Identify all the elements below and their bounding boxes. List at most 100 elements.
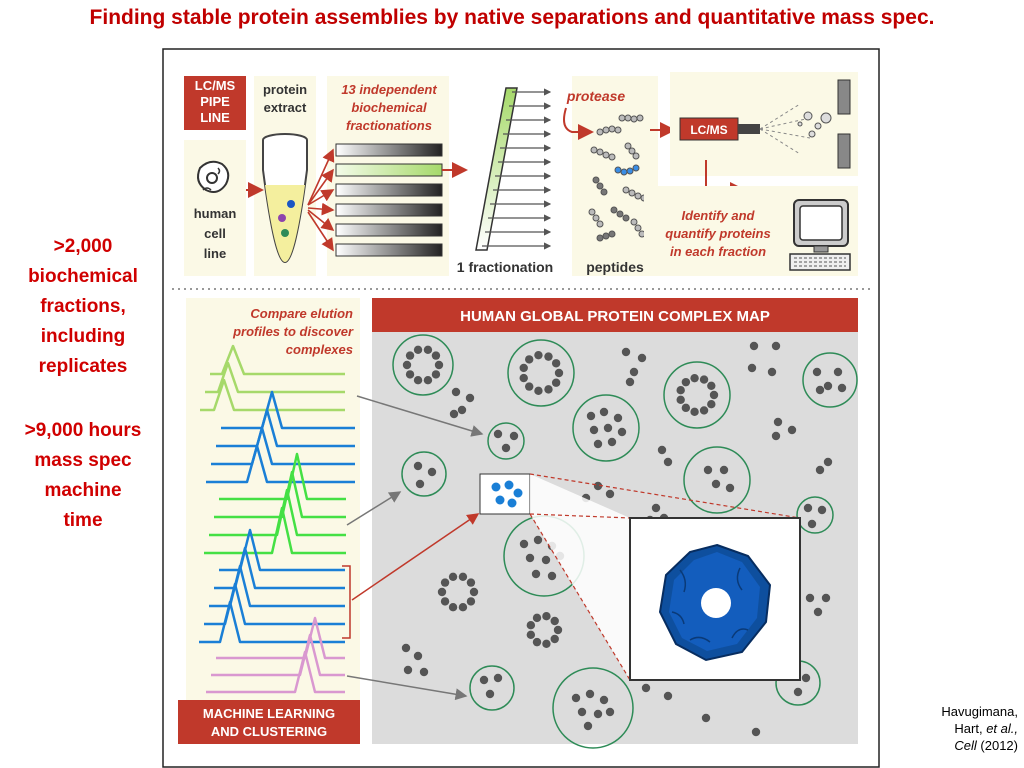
protein-dot [773,417,783,427]
protein-dot [767,367,777,377]
hours-line-3: machine [44,480,122,501]
protein-dot [541,555,551,565]
protein-dot [787,425,797,435]
protein-dot [544,385,553,394]
protease-label: protease [566,88,626,104]
protein-dot [617,427,627,437]
trace-group-blue-2 [199,528,345,644]
peptides-panel [572,76,658,276]
fractions-line-2: biochemical [28,266,138,287]
fractionation-column [475,87,552,251]
protein-dot [542,612,551,621]
protein-dot [793,687,803,697]
protein-dot [485,689,495,699]
detector-plate-top [837,79,851,115]
protein-dot [801,673,811,683]
selected-complex-dots [491,480,523,508]
protein-dot [815,465,825,475]
ml-line-2: AND CLUSTERING [211,724,327,739]
badge-line-1: LC/MS [195,78,236,93]
protein-dot [583,721,593,731]
ion-droplets [797,111,832,138]
identify-line-1: Identify and [682,208,756,223]
protein-dot [593,439,603,449]
peptide-chains [588,114,648,242]
protein-dot [405,370,415,379]
protein-dot [725,483,735,493]
zoom-wedge [530,474,630,680]
protein-dot [701,713,711,723]
protein-dot [413,376,423,385]
protein-extract-line-2: extract [264,100,307,115]
bracket [342,565,351,639]
protein-dot [531,569,541,579]
fan-out-arrows [307,148,335,252]
trace-group-light-green [200,344,345,412]
selected-complex-box [479,473,531,515]
fractions-line-4: including [40,326,126,347]
lcms-label: LC/MS [690,123,727,137]
map-title-bar [372,298,858,332]
protein-dot [405,351,415,360]
protein-dot [719,465,729,475]
protein-dot [431,370,441,379]
complex-cluster-5 [572,394,640,462]
cell-icon [197,160,230,193]
fractionation-bars [335,143,443,257]
protein-dot [605,489,615,499]
protein-dot [805,593,815,603]
protein-dot [699,375,709,384]
protein-dot [415,479,425,489]
protein-dot [815,385,825,395]
protein-dot [747,363,757,373]
citation-authors: Havugimana, [941,704,1018,719]
peptides-label: peptides [586,259,644,275]
protein-dot [711,479,721,489]
protein-dot [525,553,535,563]
spray-lines [759,103,811,155]
protein-dot [681,403,691,413]
protein-dot [533,535,543,545]
protein-dot [837,383,847,393]
protein-dot [466,597,476,606]
protein-dot [803,503,813,513]
fractionations-line-1: 13 independent [341,82,437,97]
complex-cluster-12 [552,667,634,749]
protein-dot [532,637,542,647]
map-title: HUMAN GLOBAL PROTEIN COMPLEX MAP [460,308,770,325]
badge-line-2: PIPE [200,94,230,109]
one-fractionation-label: 1 fractionation [457,259,553,275]
protein-dot [493,429,503,439]
citation-etal: et al., [986,721,1018,736]
protein-dot [466,578,476,587]
complex-cluster-10 [796,496,834,534]
protein-dot [613,413,623,423]
protein-dot [519,363,528,373]
protein-dot [589,425,599,435]
trace-group-green [204,452,346,555]
protein-dot [823,457,833,467]
protein-dot [833,367,843,377]
protein-dot [663,691,673,701]
complex-cluster-8 [683,446,751,514]
protein-dot [599,695,609,705]
protein-dot [402,360,412,370]
protein-dot [593,709,603,719]
protein-dot [550,634,559,644]
protein-dot [451,387,461,397]
protein-dot [509,431,519,441]
human-cell-line-3: line [204,246,226,261]
protein-dot [599,407,609,417]
protein-dot [771,431,781,441]
protein-dot [423,345,433,354]
protein-dot [431,351,441,360]
protein-dot [821,593,831,603]
protein-dot [458,572,468,581]
fractions-line-3: fractions, [40,296,126,317]
protein-dot [681,377,691,387]
protein-dot [501,443,511,453]
citation-author-2: Hart, [954,721,987,736]
protein-dot [703,465,713,475]
identify-line-2: quantify proteins [665,226,770,241]
